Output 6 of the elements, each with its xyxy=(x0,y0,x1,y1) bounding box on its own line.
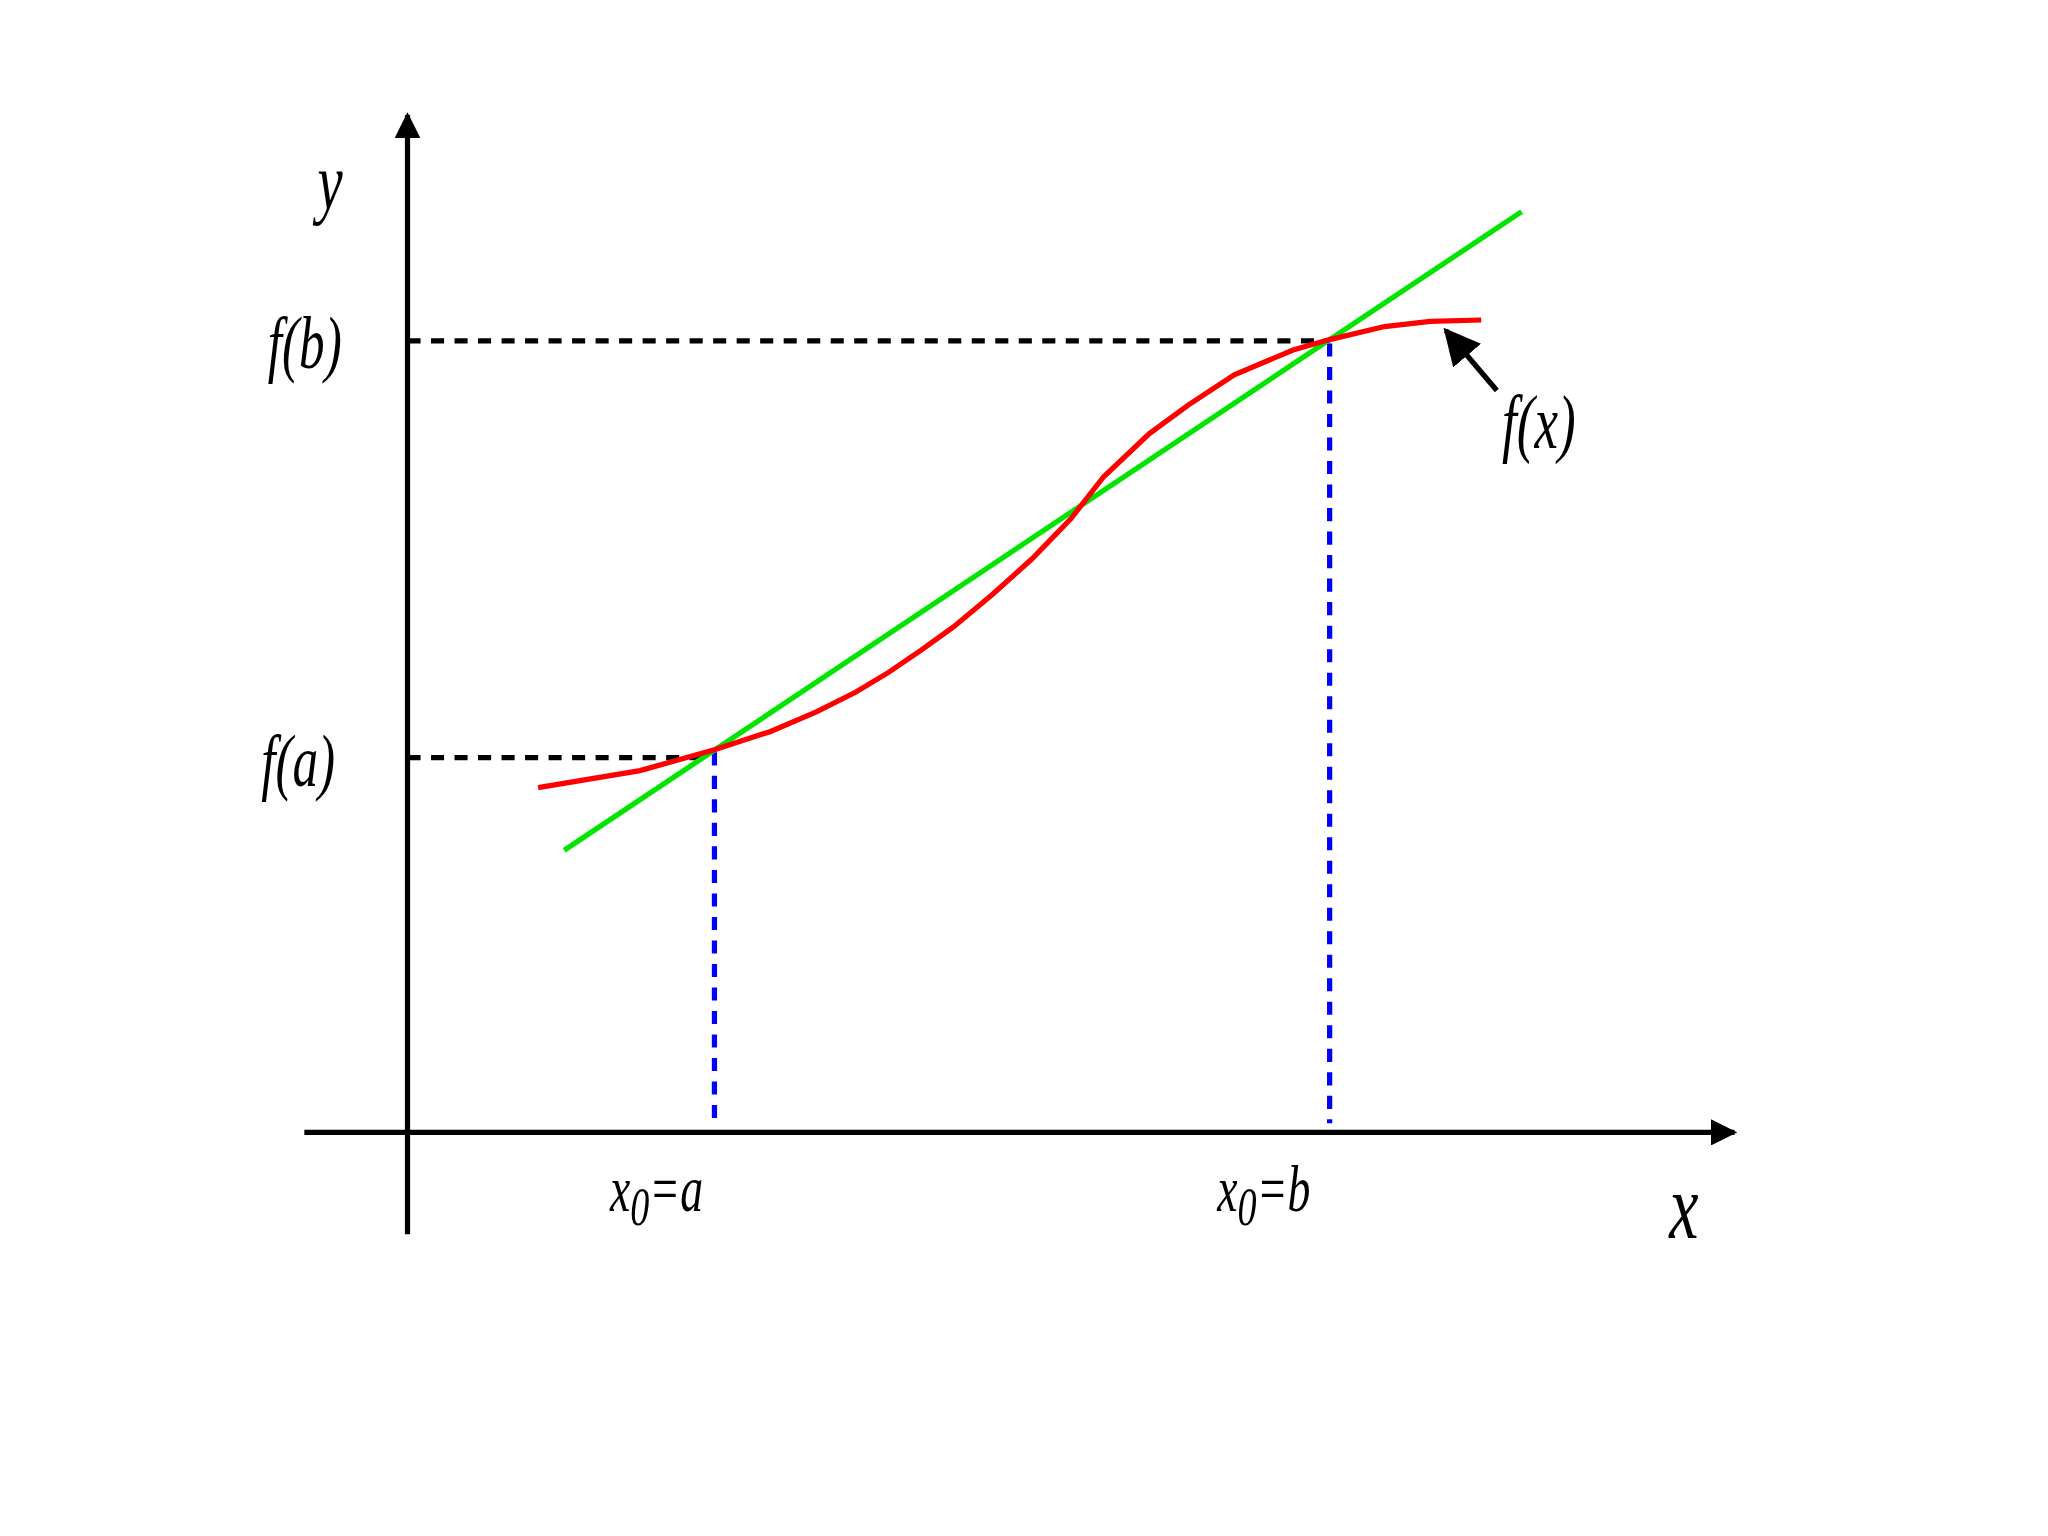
axis-label: x xyxy=(1669,1159,1699,1254)
function-curve xyxy=(537,317,1482,791)
point-label: x$_{0}$=a xyxy=(609,1155,703,1236)
point-label: x$_{0}$=b xyxy=(1217,1155,1311,1236)
leader-line xyxy=(1443,327,1499,393)
function-label: f(x) xyxy=(1502,385,1576,462)
